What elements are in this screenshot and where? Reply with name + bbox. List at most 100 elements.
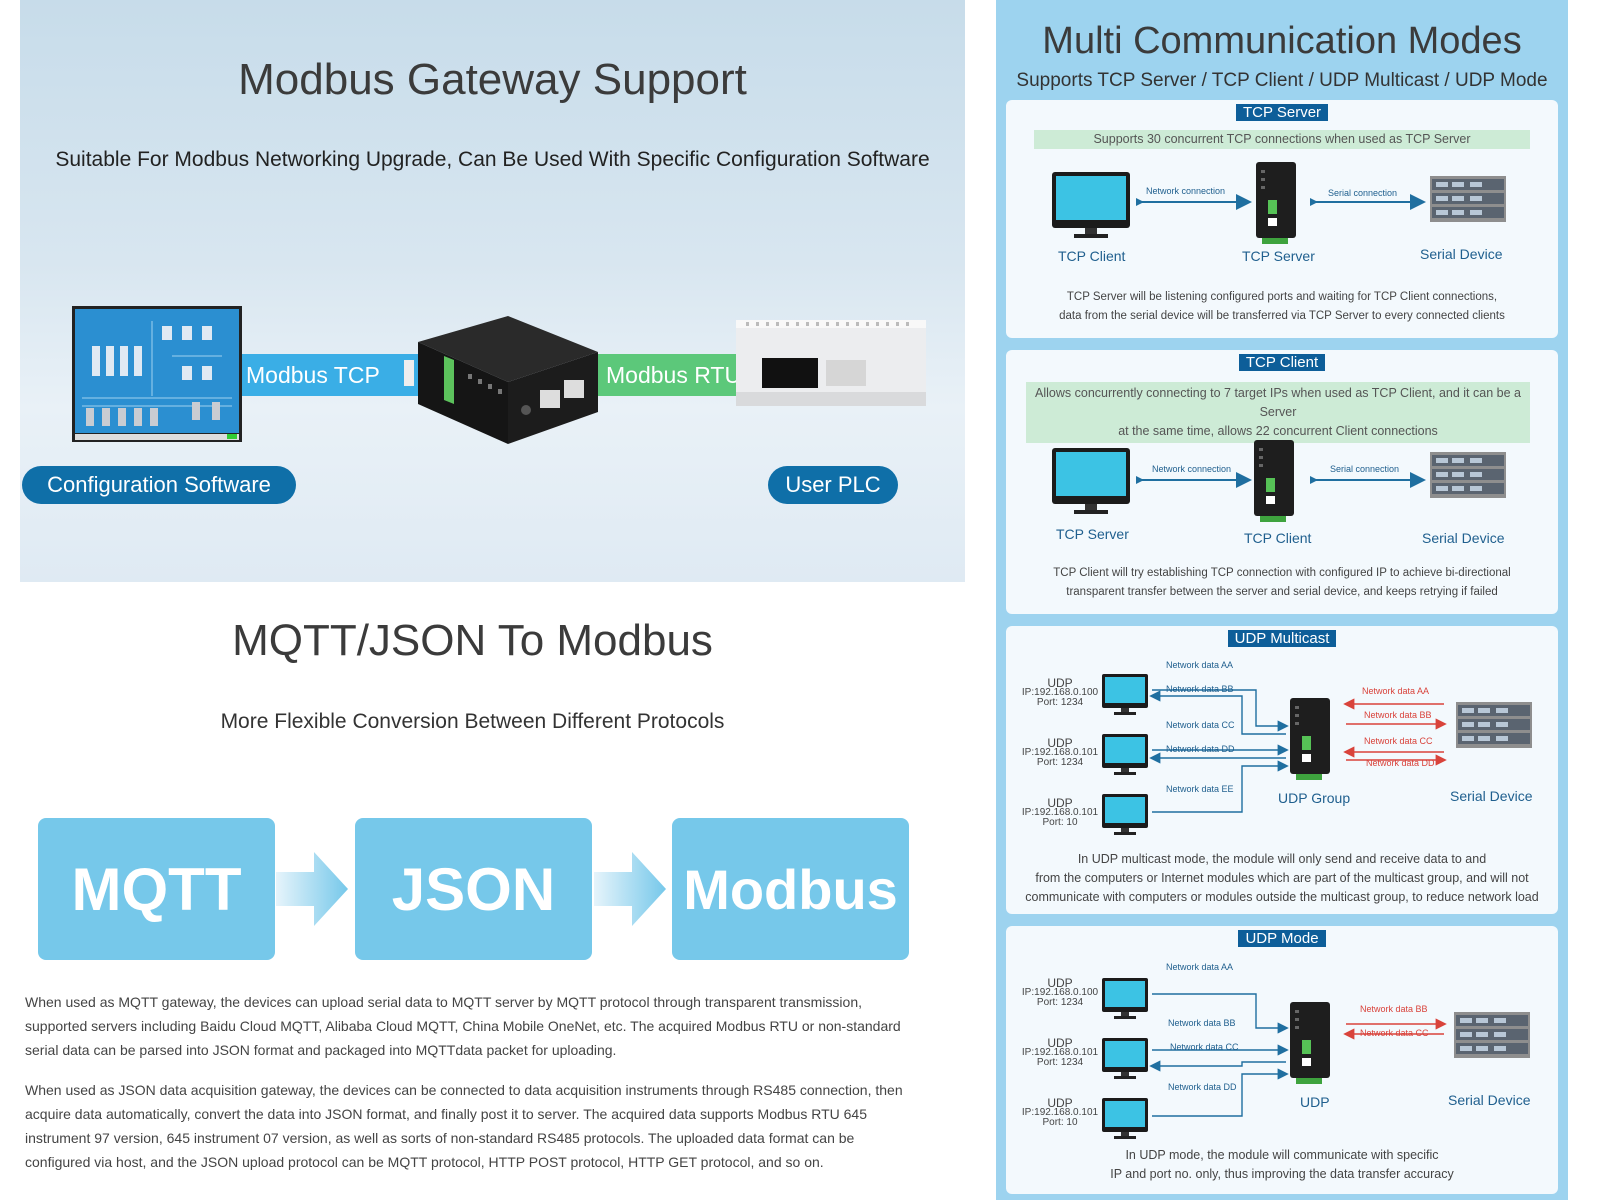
udp-host-1-port: Port: 1234 (1036, 697, 1084, 708)
link-label-dd: Network data DD (1168, 1082, 1237, 1092)
udp-host-3-label: UDP (1047, 1096, 1073, 1110)
flow-arrow-icon (594, 852, 666, 926)
flow-box-json: JSON (355, 818, 592, 960)
udp-host-2-port: Port: 1234 (1036, 1057, 1084, 1068)
udp-multicast-desc-2: from the computers or Internet modules w… (1035, 871, 1529, 885)
tcp-server-label: TCP Server (1056, 526, 1129, 542)
udp-mode-chip: UDP Mode (1238, 930, 1326, 947)
mqtt-title: MQTT/JSON To Modbus (232, 616, 713, 665)
gateway-title: Modbus Gateway Support (238, 55, 747, 104)
scada-screen-icon (72, 306, 242, 442)
link-label-bb: Network data BB (1168, 1018, 1236, 1028)
tcp-client-desc-1: TCP Client will try establishing TCP con… (1053, 567, 1511, 579)
gateway-module-icon (1254, 440, 1294, 522)
modbus-tcp-band: Modbus TCP (230, 354, 430, 396)
tcp-client-desc-2: transparent transfer between the server … (1066, 586, 1498, 598)
modbus-tcp-label: Modbus TCP (246, 361, 380, 388)
tcp-server-card: TCP Server Supports 30 concurrent TCP co… (1006, 100, 1558, 338)
udp-host-2-ip: IP:192.168.0.101 (1021, 747, 1099, 758)
modbus-gateway-panel: Modbus Gateway Support Suitable For Modb… (20, 0, 965, 582)
udp-module-icon (1290, 1002, 1330, 1084)
communication-modes-panel: Multi Communication Modes Supports TCP S… (996, 0, 1568, 1200)
mqtt-paragraph: When used as MQTT gateway, the devices c… (25, 994, 901, 1058)
serial-device-icon (1430, 176, 1506, 222)
gateway-module-icon (1256, 162, 1296, 244)
serial-connection-label: Serial connection (1330, 464, 1400, 474)
modbus-rtu-label: Modbus RTU (606, 361, 742, 388)
udp-group-label: UDP Group (1278, 790, 1351, 806)
gateway-subtitle: Suitable For Modbus Networking Upgrade, … (55, 148, 930, 171)
host-computer-icon (1102, 978, 1148, 1019)
udp-host-1-label: UDP (1047, 676, 1073, 690)
udp-host-1-label: UDP (1047, 976, 1073, 990)
tcp-client-note-line-1: Allows concurrently connecting to 7 targ… (1035, 386, 1521, 419)
tcp-server-chip: TCP Server (1235, 104, 1329, 121)
config-software-badge: Configuration Software (22, 466, 296, 504)
udp-host-2-label: UDP (1047, 736, 1073, 750)
serial-device-icon (1430, 452, 1506, 498)
host-computer-icon (1102, 1098, 1148, 1139)
udp-host-3-port: Port: 10 (1042, 1117, 1078, 1128)
flow-box-mqtt: MQTT (38, 818, 275, 960)
serial-label-cc: Network data CC (1364, 736, 1433, 746)
network-connection-arrow (1136, 472, 1252, 488)
udp-host-3-port: Port: 10 (1042, 817, 1078, 828)
udp-host-2-label: UDP (1047, 1036, 1073, 1050)
host-computer-icon (1102, 674, 1148, 715)
udp-host-3-ip: IP:192.168.0.101 (1021, 807, 1099, 818)
serial-device-icon (1454, 1012, 1530, 1058)
serial-label-bb: Network data BB (1360, 1004, 1428, 1014)
udp-group-module-icon (1290, 698, 1330, 780)
tcp-client-note: Allows concurrently connecting to 7 targ… (1026, 382, 1530, 443)
serial-connection-arrow (1310, 472, 1426, 488)
serial-label-bb: Network data BB (1364, 710, 1432, 720)
mqtt-subtitle: More Flexible Conversion Between Differe… (220, 710, 725, 733)
link-label-aa: Network data AA (1166, 660, 1234, 670)
serial-device-label: Serial Device (1450, 788, 1533, 804)
serial-link-lines (1343, 698, 1447, 766)
link-label-dd: Network data DD (1166, 744, 1235, 754)
tcp-server-label: TCP Server (1242, 248, 1315, 264)
udp-mode-desc-1: In UDP mode, the module will communicate… (1125, 1148, 1439, 1162)
client-computer-icon (1052, 172, 1130, 238)
tcp-client-chip: TCP Client (1238, 354, 1326, 371)
network-connection-label: Network connection (1152, 464, 1232, 474)
udp-label: UDP (1300, 1094, 1330, 1110)
link-label-aa: Network data AA (1166, 962, 1234, 972)
serial-device-icon (1456, 702, 1532, 748)
tcp-server-note: Supports 30 concurrent TCP connections w… (1034, 130, 1530, 149)
network-connection-arrow (1136, 194, 1252, 210)
host-computer-icon (1102, 734, 1148, 775)
gateway-device-icon (404, 316, 598, 444)
tcp-client-card: TCP Client Allows concurrently connectin… (1006, 350, 1558, 614)
tcp-server-desc-2: data from the serial device will be tran… (1059, 310, 1505, 322)
json-paragraph: When used as JSON data acquisition gatew… (25, 1082, 903, 1170)
serial-connection-label: Serial connection (1328, 188, 1398, 198)
multicast-link-lines (1149, 689, 1289, 813)
tcp-server-desc-1: TCP Server will be listening configured … (1066, 291, 1498, 303)
link-label-cc: Network data CC (1166, 720, 1235, 730)
udp-host-2-port: Port: 1234 (1036, 757, 1084, 768)
serial-label-dd: Network data DD (1366, 758, 1435, 768)
serial-device-label: Serial Device (1422, 530, 1505, 546)
udp-mode-desc-2: IP and port no. only, thus improving the… (1110, 1167, 1454, 1181)
user-plc-badge: User PLC (768, 466, 898, 504)
udp-multicast-desc-1: In UDP multicast mode, the module will o… (1077, 852, 1487, 866)
serial-device-label: Serial Device (1420, 246, 1503, 262)
modes-subtitle: Supports TCP Server / TCP Client / UDP M… (1016, 70, 1548, 91)
udp-host-1-port: Port: 1234 (1036, 997, 1084, 1008)
network-connection-label: Network connection (1146, 186, 1226, 196)
host-computer-icon (1102, 794, 1148, 835)
udp-link-lines (1149, 993, 1289, 1117)
udp-host-3-label: UDP (1047, 796, 1073, 810)
serial-device-label: Serial Device (1448, 1092, 1531, 1108)
link-label-cc: Network data CC (1170, 1042, 1239, 1052)
modes-title: Multi Communication Modes (1042, 20, 1522, 62)
